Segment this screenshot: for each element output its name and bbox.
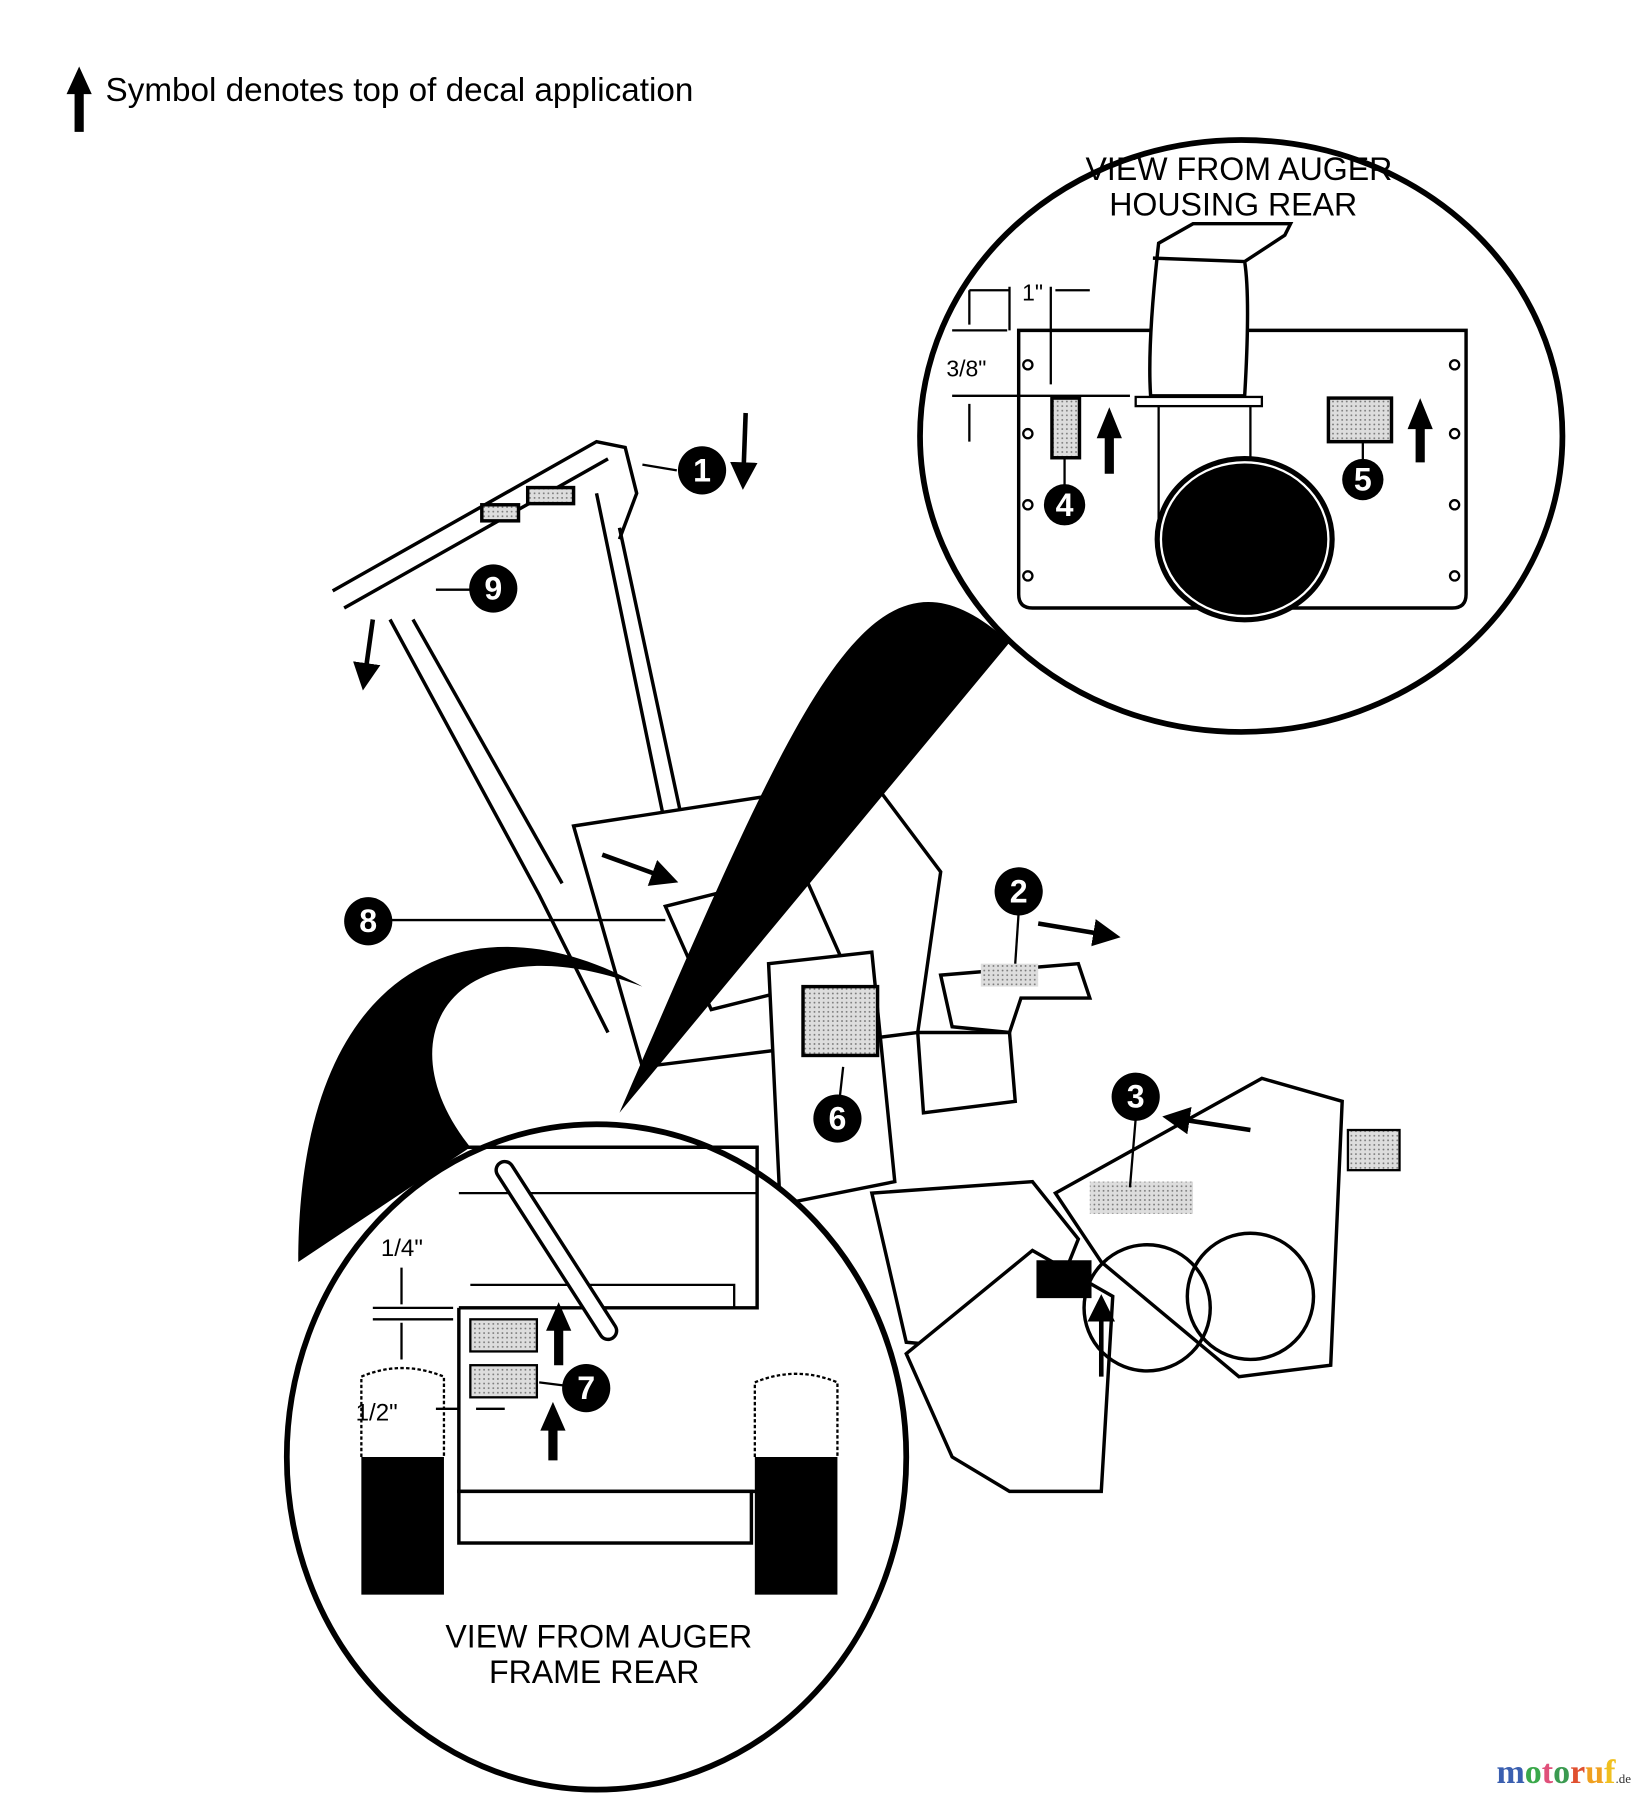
watermark-letter: t — [1541, 1754, 1554, 1791]
watermark-letter: m — [1496, 1754, 1525, 1791]
up-arrow-icon — [540, 1401, 566, 1461]
svg-text:4: 4 — [1056, 487, 1074, 523]
up-arrow-icon — [546, 1302, 572, 1366]
watermark-suffix: .de — [1615, 1771, 1631, 1786]
up-arrow-icon — [1096, 407, 1122, 474]
watermark-letter: f — [1604, 1754, 1616, 1791]
svg-text:3: 3 — [1127, 1079, 1145, 1115]
watermark-letter: o — [1553, 1754, 1571, 1791]
dim-width: 1" — [1022, 280, 1043, 306]
svg-text:7: 7 — [577, 1370, 595, 1406]
svg-text:1: 1 — [693, 452, 711, 488]
inset-housing-rear: VIEW FROM AUGER HOUSING REAR 1" 3/8" — [619, 137, 1566, 1113]
up-arrow-icon — [66, 66, 92, 132]
dim-top: 1/4" — [381, 1235, 423, 1262]
callout-8: 8 — [344, 897, 393, 946]
direction-arrows — [353, 412, 1251, 1377]
dim-height: 3/8" — [946, 355, 986, 381]
watermark-logo: motoruf.de — [1496, 1754, 1631, 1792]
decal-7-lower — [469, 1364, 539, 1399]
callout-9: 9 — [469, 564, 518, 613]
callout-3: 3 — [1111, 1072, 1160, 1121]
callout-6: 6 — [813, 1094, 862, 1143]
decal-7-upper — [469, 1318, 539, 1353]
up-arrow-icon — [1407, 398, 1433, 463]
legend-text: Symbol denotes top of decal application — [106, 72, 694, 109]
callout-7: 7 — [562, 1364, 611, 1413]
svg-text:5: 5 — [1354, 462, 1372, 498]
callout-5: 5 — [1342, 458, 1384, 501]
svg-text:2: 2 — [1010, 873, 1028, 909]
inset-title-line1: VIEW FROM AUGER — [1086, 151, 1393, 187]
callout-1: 1 — [677, 446, 727, 495]
inset-title-line2: FRAME REAR — [489, 1654, 700, 1690]
watermark-text: motoruf — [1496, 1754, 1615, 1791]
callout-4: 4 — [1043, 484, 1086, 526]
watermark-letter: r — [1570, 1754, 1586, 1791]
legend: Symbol denotes top of decal application — [66, 66, 694, 132]
callout-2: 2 — [994, 867, 1043, 916]
inset-frame-rear: 1/4" 1/2" VIEW FROM AUGER FRAME REAR — [283, 946, 910, 1793]
inset-title-line1: VIEW FROM AUGER — [445, 1618, 752, 1654]
svg-text:9: 9 — [484, 571, 502, 607]
watermark-letter: u — [1585, 1754, 1605, 1791]
svg-text:8: 8 — [359, 903, 377, 939]
svg-text:6: 6 — [828, 1101, 846, 1137]
decal-4-area — [1050, 396, 1082, 460]
inset-title-line2: HOUSING REAR — [1109, 187, 1357, 223]
dim-side: 1/2" — [356, 1399, 398, 1426]
decal-5-area — [1326, 396, 1394, 444]
watermark-letter: o — [1524, 1754, 1542, 1791]
